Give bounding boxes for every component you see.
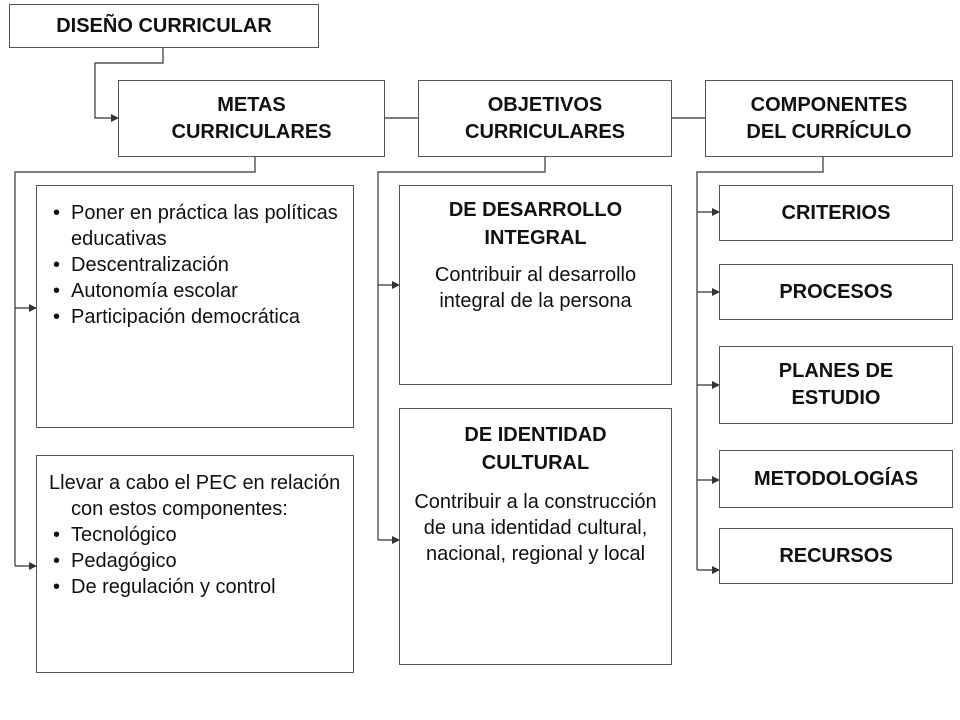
componente-planes-label: PLANES DE ESTUDIO	[778, 360, 894, 409]
componente-metodologias-label: METODOLOGÍAS	[753, 467, 919, 490]
title-text: DISEÑO CURRICULAR	[56, 14, 272, 37]
list-item: Participación democrática	[49, 304, 343, 330]
metas-list-box-2: Llevar a cabo el PEC en relación con est…	[36, 455, 354, 673]
componente-procesos-label: PROCESOS	[779, 280, 893, 303]
objetivo-desarrollo-box: DE DESARROLLO INTEGRAL Contribuir al des…	[399, 185, 672, 385]
list-item: Tecnológico	[49, 522, 345, 548]
componente-recursos-label: RECURSOS	[779, 544, 893, 567]
componente-planes-box: PLANES DE ESTUDIO	[719, 346, 953, 424]
metas-header-line2: CURRICULARES	[171, 120, 332, 143]
componentes-header-line1: COMPONENTES	[750, 93, 908, 116]
objetivo-identidad-title-line1: DE IDENTIDAD	[464, 424, 607, 446]
objetivo-identidad-title-line2: CULTURAL	[481, 452, 590, 474]
componentes-header-line2: DEL CURRÍCULO	[746, 120, 912, 143]
objetivo-desarrollo-text: Contribuir al desarrollo integral de la …	[434, 264, 637, 312]
componente-criterios-box: CRITERIOS	[719, 185, 953, 241]
objetivos-header-box: OBJETIVOS CURRICULARES	[418, 80, 672, 157]
objetivo-identidad-text: Contribuir a la construcción de una iden…	[414, 491, 657, 565]
objetivo-desarrollo-title-line2: INTEGRAL	[484, 227, 587, 249]
objetivo-identidad-title: DE IDENTIDAD CULTURAL	[408, 421, 663, 477]
objetivo-desarrollo-title: DE DESARROLLO INTEGRAL	[412, 196, 659, 252]
list-item: Autonomía escolar	[49, 278, 343, 304]
list-item: De regulación y control	[49, 574, 345, 600]
title-box: DISEÑO CURRICULAR	[9, 4, 319, 48]
objetivo-desarrollo-title-line1: DE DESARROLLO	[448, 199, 623, 221]
metas-list-2: Tecnológico Pedagógico De regulación y c…	[49, 522, 345, 600]
list-item: Descentralización	[49, 252, 343, 278]
metas-list-box-1: Poner en práctica las políticas educativ…	[36, 185, 354, 428]
objetivo-identidad-box: DE IDENTIDAD CULTURAL Contribuir a la co…	[399, 408, 672, 665]
componente-procesos-box: PROCESOS	[719, 264, 953, 320]
metas-intro-text: Llevar a cabo el PEC en relación con est…	[49, 472, 341, 520]
metas-header-line1: METAS	[217, 93, 286, 116]
list-item: Pedagógico	[49, 548, 345, 574]
metas-list-1: Poner en práctica las políticas educativ…	[49, 200, 343, 330]
componente-criterios-label: CRITERIOS	[781, 201, 891, 224]
list-item: Poner en práctica las políticas educativ…	[49, 200, 343, 252]
componentes-header-box: COMPONENTES DEL CURRÍCULO	[705, 80, 953, 157]
componente-recursos-box: RECURSOS	[719, 528, 953, 584]
objetivos-header-line2: CURRICULARES	[465, 120, 625, 143]
metas-header-box: METAS CURRICULARES	[118, 80, 385, 157]
componente-metodologias-box: METODOLOGÍAS	[719, 450, 953, 508]
objetivos-header-line1: OBJETIVOS	[487, 93, 603, 116]
